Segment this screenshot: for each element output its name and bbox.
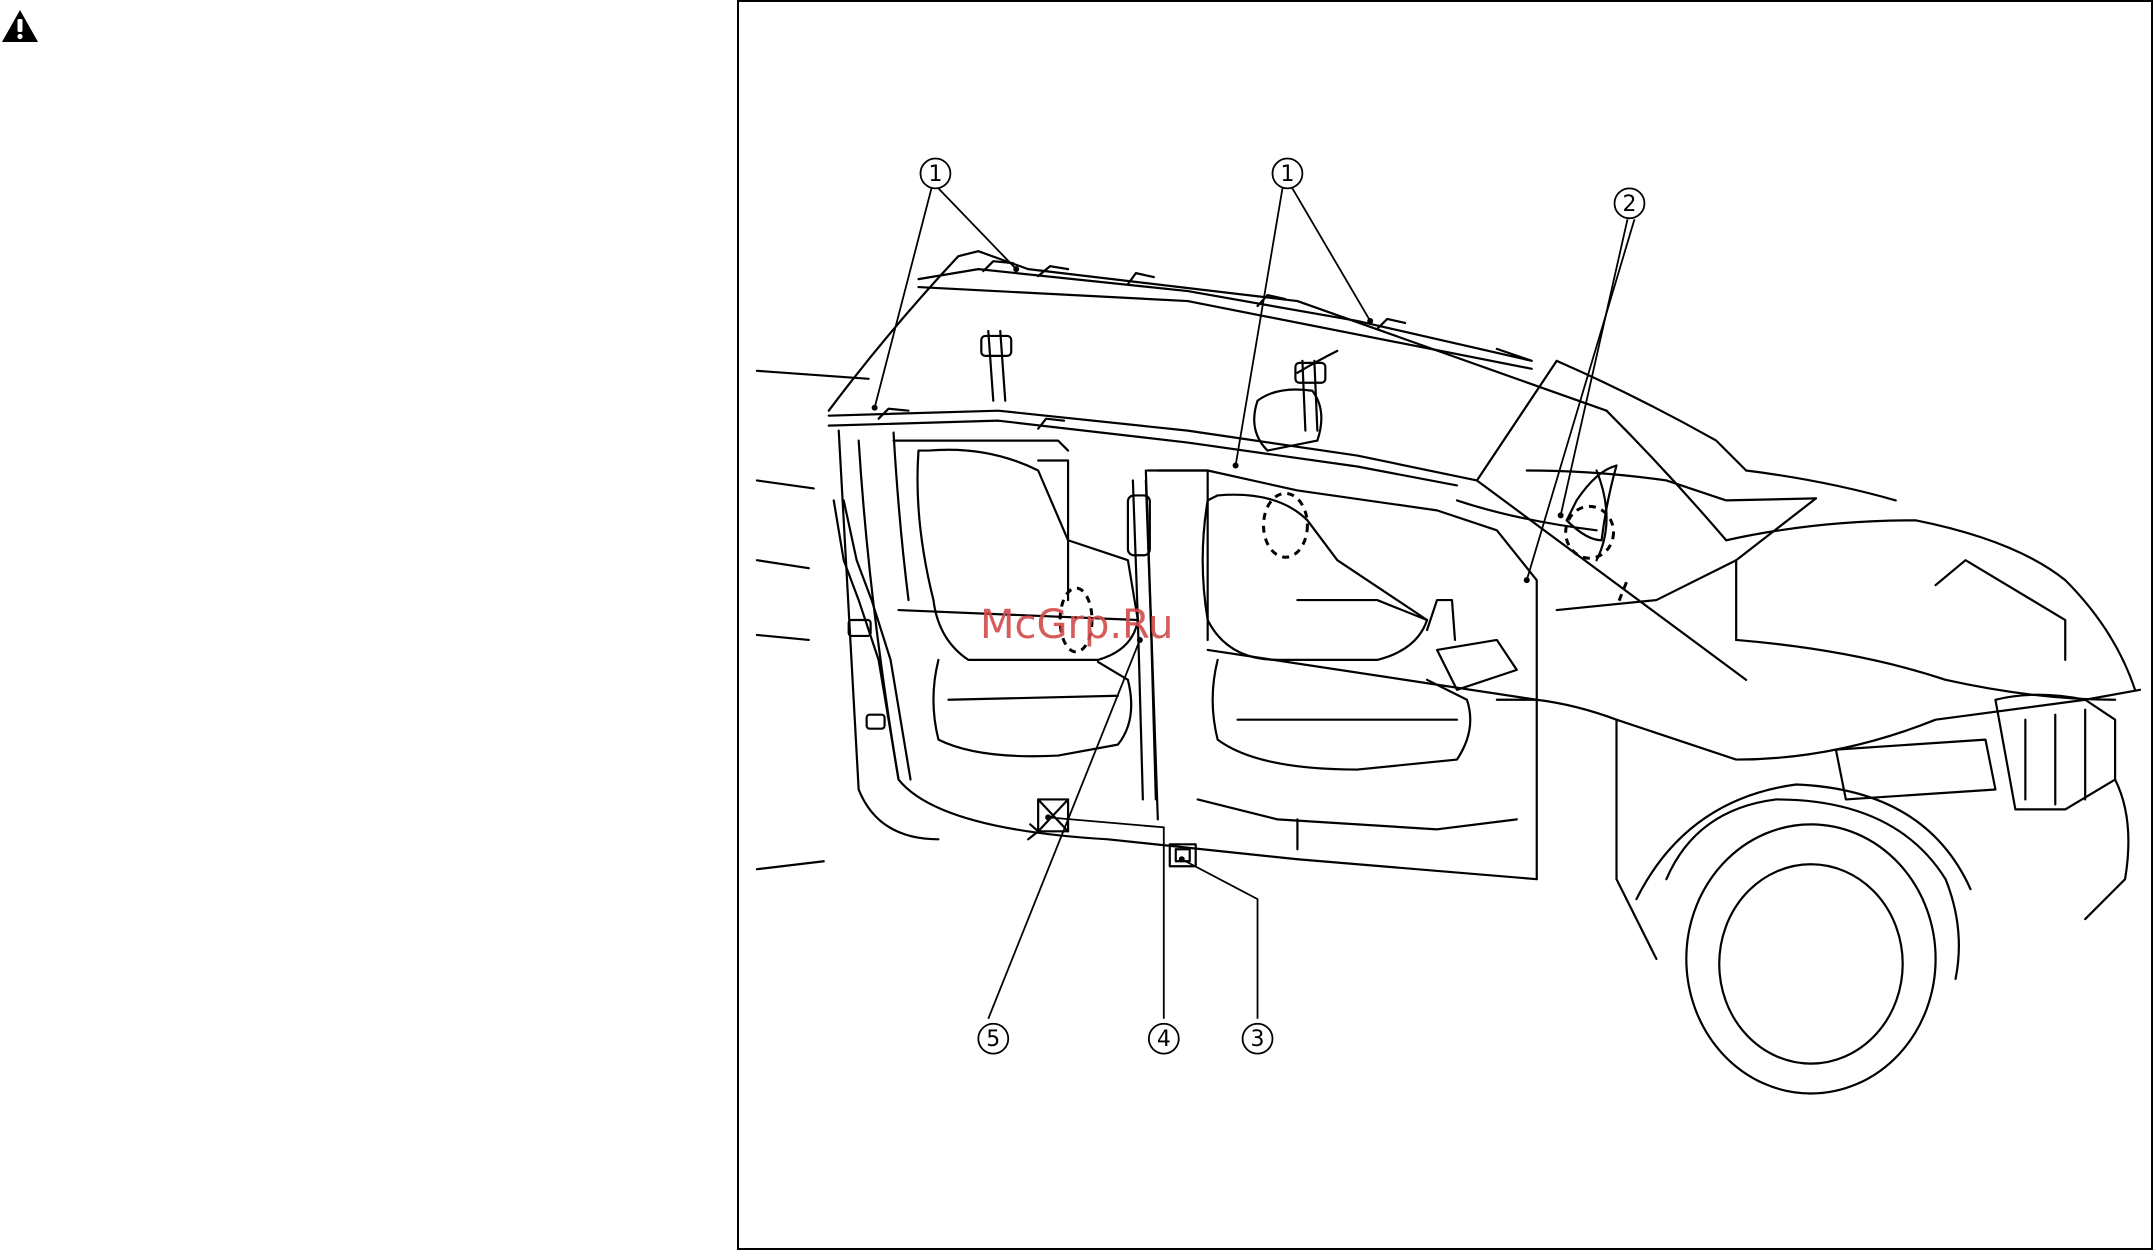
callout-5: 5 (978, 1024, 1008, 1054)
svg-text:4: 4 (1157, 1027, 1171, 1052)
callout-1-left: 1 (920, 158, 950, 188)
svg-text:1: 1 (928, 162, 942, 187)
vehicle-cutaway-drawing: 1 1 2 5 4 3 (739, 2, 2151, 1248)
svg-text:5: 5 (986, 1027, 1000, 1052)
svg-text:2: 2 (1622, 192, 1636, 217)
svg-text:1: 1 (1280, 162, 1294, 187)
vehicle-illustration-frame: 1 1 2 5 4 3 (737, 0, 2153, 1250)
callout-4: 4 (1149, 1024, 1179, 1054)
warning-triangle-icon (0, 8, 40, 44)
callout-2: 2 (1615, 188, 1645, 218)
callout-3: 3 (1243, 1024, 1273, 1054)
callout-1-right: 1 (1272, 158, 1302, 188)
watermark: McGrp.Ru (980, 602, 1173, 648)
svg-text:3: 3 (1251, 1027, 1265, 1052)
